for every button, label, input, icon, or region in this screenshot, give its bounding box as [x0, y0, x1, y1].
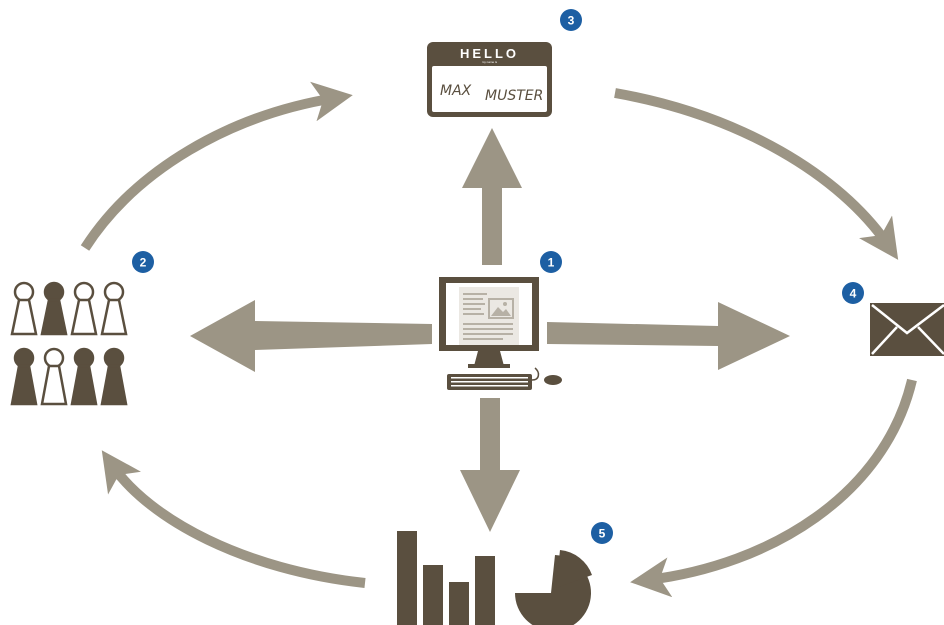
arrow-center-right	[547, 302, 790, 370]
pie-chart-icon	[515, 550, 592, 625]
step-badge-3-number: 3	[568, 14, 575, 28]
pawn-solid-icon	[100, 347, 128, 406]
step-badge-1-number: 1	[548, 256, 555, 270]
step-badge-1: 1	[540, 251, 562, 273]
arrow-center-up	[462, 128, 522, 265]
computer-icon	[439, 277, 562, 390]
name-tag-last-name: MUSTER	[485, 88, 543, 104]
arrow-center-left	[190, 300, 432, 372]
arrow-nametag-to-email	[614, 88, 899, 260]
pawn-solid-icon	[70, 347, 98, 406]
pawn-outline-icon	[70, 281, 98, 336]
step-badge-5: 5	[591, 522, 613, 544]
name-tag-icon: HELLO my name is MAX MUSTER	[427, 42, 552, 117]
step-badge-5-number: 5	[599, 527, 606, 541]
pawn-solid-icon	[40, 281, 68, 336]
pawn-outline-icon	[100, 281, 128, 336]
pawn-outline-icon	[40, 347, 68, 406]
arrow-analytics-to-audience	[101, 450, 366, 588]
step-badge-2: 2	[132, 251, 154, 273]
pawn-solid-icon	[10, 347, 38, 406]
pawn-outline-icon	[10, 281, 38, 336]
radial-arrows	[190, 128, 790, 532]
step-badge-4: 4	[842, 282, 864, 304]
name-tag-hello-text: HELLO	[460, 46, 519, 61]
arrow-center-down	[460, 398, 520, 532]
bar-chart-icon	[397, 531, 495, 625]
step-badge-2-number: 2	[140, 256, 147, 270]
cycle-arrows	[80, 81, 917, 598]
name-tag-first-name: MAX	[440, 83, 472, 99]
audience-icon	[10, 281, 128, 406]
step-badge-4-number: 4	[850, 287, 857, 301]
arrow-email-to-analytics	[630, 378, 917, 598]
envelope-icon	[870, 303, 944, 356]
name-tag-subline-text: my name is	[482, 60, 498, 64]
step-badge-3: 3	[560, 9, 582, 31]
arrow-audience-to-nametag	[80, 81, 353, 251]
